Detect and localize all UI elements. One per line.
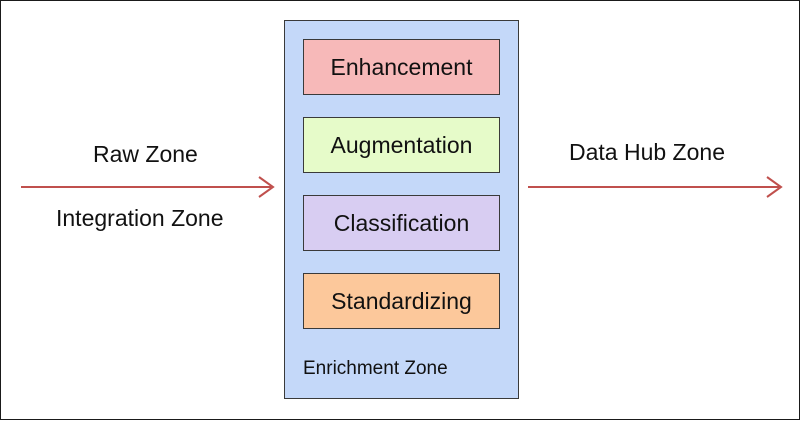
enrichment-zone-caption: Enrichment Zone [303, 358, 448, 379]
enrichment-zone-container: Enhancement Augmentation Classification … [284, 20, 519, 399]
stage-augmentation: Augmentation [303, 117, 500, 173]
stage-standardizing: Standardizing [303, 273, 500, 329]
right-arrow [528, 176, 783, 198]
stage-classification: Classification [303, 195, 500, 251]
integration-zone-label: Integration Zone [56, 205, 224, 231]
raw-zone-label: Raw Zone [93, 141, 198, 167]
left-arrow [21, 176, 275, 198]
data-hub-zone-label: Data Hub Zone [569, 139, 725, 165]
stage-enhancement: Enhancement [303, 39, 500, 95]
